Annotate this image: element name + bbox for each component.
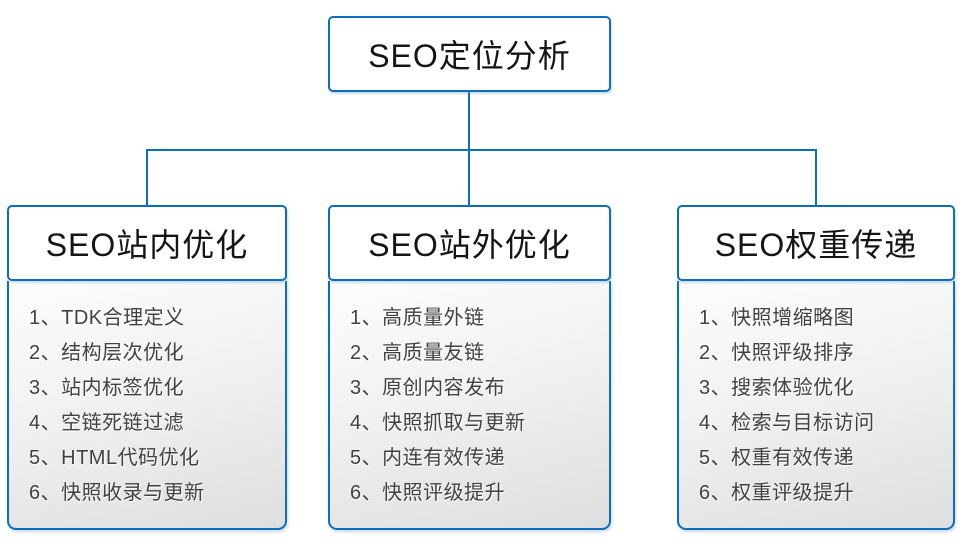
list-item: 4、检索与目标访问 [699,412,875,434]
list-item: 2、高质量友链 [350,342,485,364]
list-item: 1、TDK合理定义 [29,307,185,329]
column-weight-header: SEO权重传递 [677,205,955,281]
list-item: 5、内连有效传递 [350,447,506,469]
column-onsite-header: SEO站内优化 [7,205,287,281]
list-item: 3、搜索体验优化 [699,377,855,399]
column-offsite-title: SEO站外优化 [368,227,571,263]
list-item: 3、原创内容发布 [350,377,506,399]
list-item: 1、高质量外链 [350,307,485,329]
root-node-title: SEO定位分析 [368,38,571,74]
list-item: 6、快照评级提升 [350,482,506,504]
column-offsite-list: 1、高质量外链 2、高质量友链 3、原创内容发布 4、快照抓取与更新 5、内连有… [328,281,611,530]
list-item: 5、HTML代码优化 [29,447,200,469]
connector-right-vertical [815,149,817,206]
list-item: 4、空链死链过滤 [29,412,185,434]
list-item: 6、快照收录与更新 [29,482,205,504]
column-onsite-title: SEO站内优化 [45,227,249,263]
list-item: 2、结构层次优化 [29,342,185,364]
column-offsite-header: SEO站外优化 [328,205,611,281]
connector-left-vertical [146,149,148,206]
list-item: 3、站内标签优化 [29,377,185,399]
column-onsite-list: 1、TDK合理定义 2、结构层次优化 3、站内标签优化 4、空链死链过滤 5、H… [7,281,287,530]
list-item: 4、快照抓取与更新 [350,412,526,434]
root-node: SEO定位分析 [328,16,611,92]
connector-horizontal [146,149,817,151]
list-item: 5、权重有效传递 [699,447,855,469]
list-item: 2、快照评级排序 [699,342,855,364]
connector-root-vertical [468,91,470,206]
list-item: 6、权重评级提升 [699,482,855,504]
column-weight-title: SEO权重传递 [714,227,918,263]
column-weight-list: 1、快照增缩略图 2、快照评级排序 3、搜索体验优化 4、检索与目标访问 5、权… [677,281,955,530]
list-item: 1、快照增缩略图 [699,307,855,329]
